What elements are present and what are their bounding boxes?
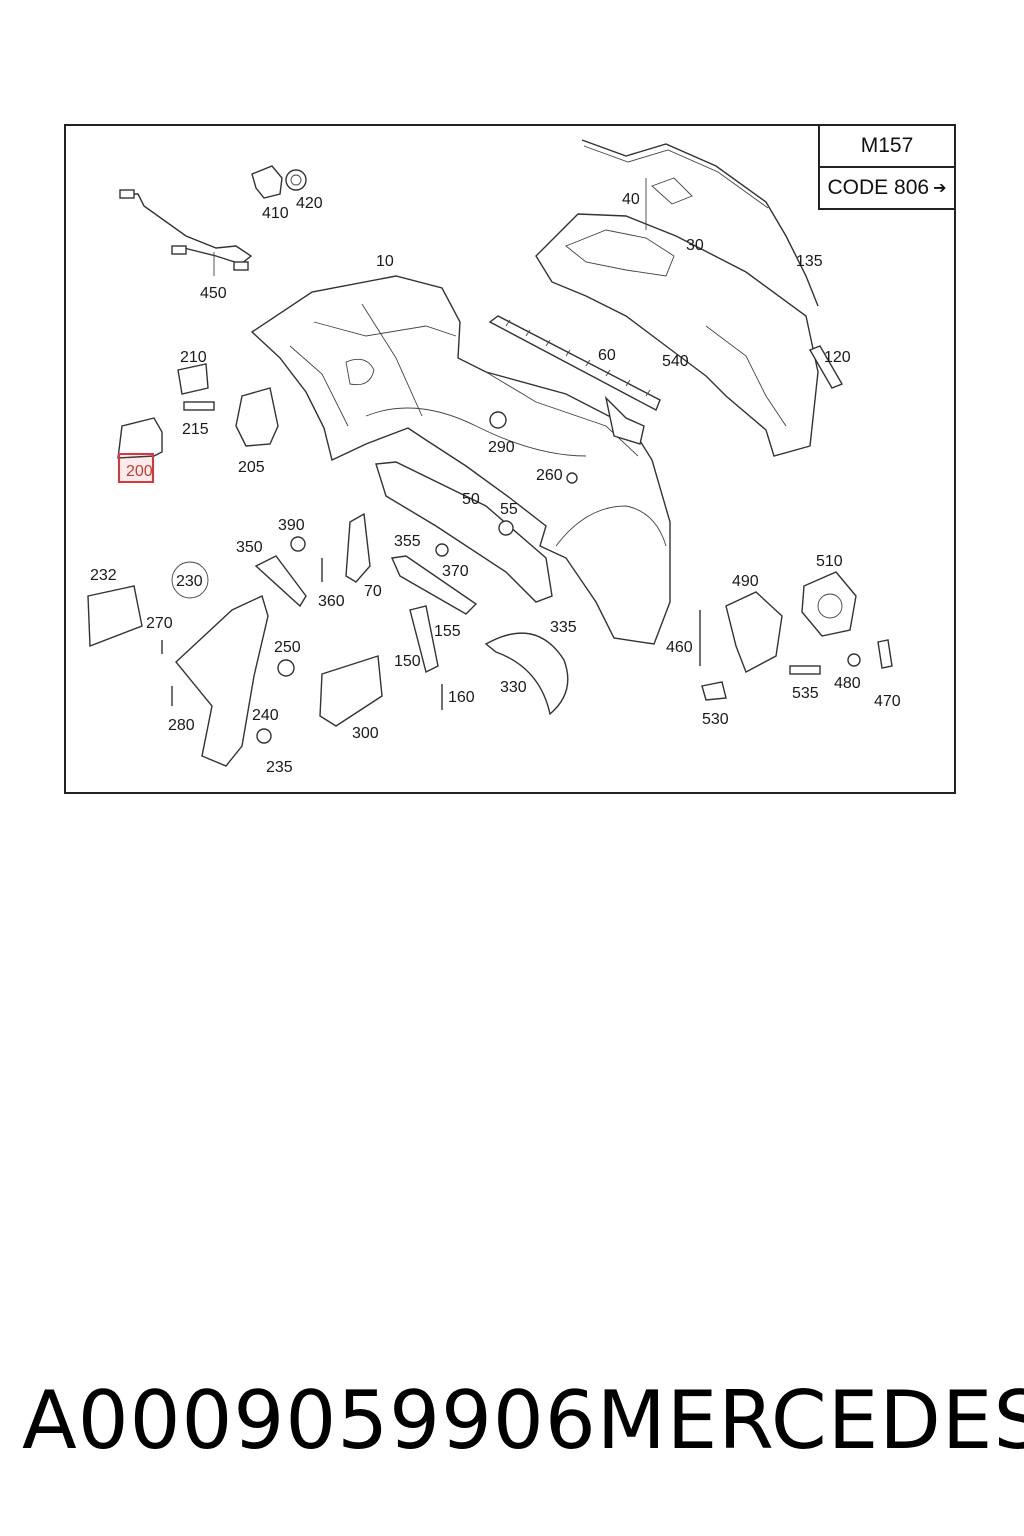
small-fasteners	[161, 411, 861, 744]
part-label-205: 205	[238, 459, 265, 476]
part-label-350: 350	[236, 539, 263, 556]
part-label-490: 490	[732, 573, 759, 590]
part-label-60: 60	[598, 347, 616, 364]
part-label-250: 250	[274, 639, 301, 656]
part-label-360: 360	[318, 593, 345, 610]
part-label-200: 200	[126, 463, 153, 480]
part-label-235: 235	[266, 759, 293, 776]
part-200-highlight-box	[118, 453, 154, 483]
part-label-300: 300	[352, 725, 379, 742]
part-label-290: 290	[488, 439, 515, 456]
part-label-370: 370	[442, 563, 469, 580]
part-label-70: 70	[364, 583, 382, 600]
part-label-460: 460	[666, 639, 693, 656]
part-label-390: 390	[278, 517, 305, 534]
part-label-335: 335	[550, 619, 577, 636]
part-label-330: 330	[500, 679, 527, 696]
parking-sensor-part	[251, 165, 307, 199]
part-label-280: 280	[168, 717, 195, 734]
part-label-530: 530	[702, 711, 729, 728]
rear-bumper-cover-part	[250, 275, 671, 645]
part-label-120: 120	[824, 349, 851, 366]
brand-name: MERCEDES	[596, 1373, 1024, 1467]
part-230-callout-circle	[171, 561, 209, 599]
part-label-240: 240	[252, 707, 279, 724]
part-label-270: 270	[146, 615, 173, 632]
option-code: CODE 806	[827, 176, 930, 199]
part-label-540: 540	[662, 353, 689, 370]
part-label-232: 232	[90, 567, 117, 584]
option-code-row: CODE 806 ➔	[820, 166, 954, 208]
plate-light-part	[177, 363, 215, 411]
exploded-bumper-drawing: 10 30 40 50 55 60 70 120 135 150 155 160…	[87, 139, 901, 776]
part-label-470: 470	[874, 693, 901, 710]
cover-flap-part	[117, 417, 163, 459]
side-brackets	[87, 512, 569, 767]
footer: A0009059906 MERCEDES	[22, 1372, 1024, 1468]
part-label-420: 420	[296, 195, 323, 212]
part-label-10: 10	[376, 253, 394, 270]
part-label-410: 410	[262, 205, 289, 222]
part-label-150: 150	[394, 653, 421, 670]
part-label-510: 510	[816, 553, 843, 570]
part-label-50: 50	[462, 491, 480, 508]
part-label-55: 55	[500, 501, 518, 518]
wiring-harness-part	[119, 189, 253, 276]
part-label-480: 480	[834, 675, 861, 692]
trim-strip-part	[581, 139, 819, 307]
reflector-part	[808, 345, 844, 389]
part-label-215: 215	[182, 421, 209, 438]
part-label-40: 40	[622, 191, 640, 208]
lower-diffuser-part	[535, 177, 819, 457]
part-label-535: 535	[792, 685, 819, 702]
part-number: A0009059906	[22, 1373, 597, 1467]
part-label-355: 355	[394, 533, 421, 550]
parts-diagram: 10 30 40 50 55 60 70 120 135 150 155 160…	[64, 124, 956, 794]
part-label-155: 155	[434, 623, 461, 640]
model-code: M157	[860, 134, 914, 157]
part-label-30: 30	[686, 237, 704, 254]
grille-insert-part	[235, 387, 279, 447]
part-label-450: 450	[200, 285, 227, 302]
right-side-parts	[604, 395, 893, 701]
part-label-160: 160	[448, 689, 475, 706]
arrow-right-icon: ➔	[933, 180, 947, 197]
bumper-strip-part	[488, 315, 661, 411]
part-label-260: 260	[536, 467, 563, 484]
bumper-bracket-part	[375, 461, 553, 603]
code-box: M157 CODE 806 ➔	[818, 126, 954, 210]
part-label-230: 230	[176, 573, 203, 590]
part-label-210: 210	[180, 349, 207, 366]
part-label-135: 135	[796, 253, 823, 270]
